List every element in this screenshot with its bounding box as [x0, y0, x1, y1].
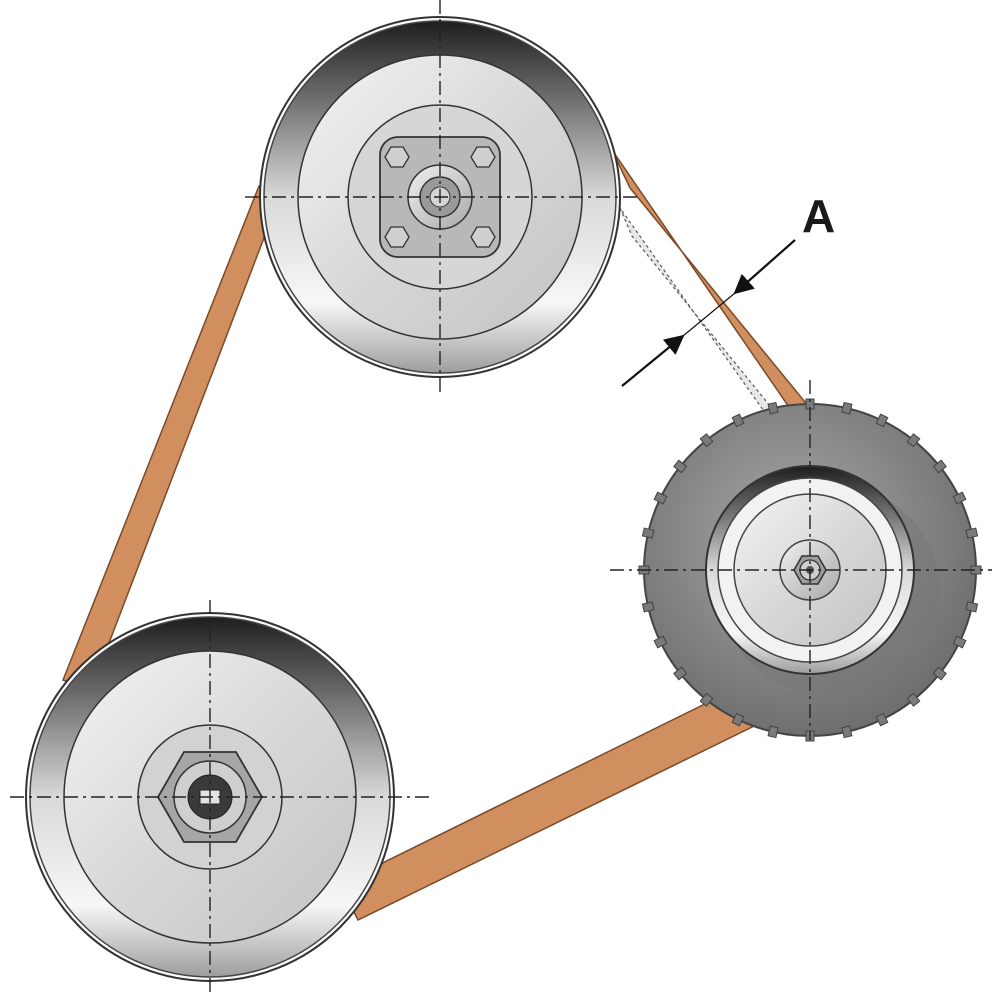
tensioner-tooth: [932, 459, 947, 474]
dimension-arrow-lower: [621, 334, 685, 387]
tensioner-tooth: [731, 712, 745, 727]
tensioner-tooth: [952, 635, 967, 649]
tensioner-tooth: [952, 491, 967, 505]
tensioner-tooth: [641, 527, 655, 539]
tensioner-tooth: [699, 692, 714, 707]
tensioner-tooth: [906, 433, 921, 448]
tensioner-tooth: [841, 725, 853, 739]
callout-label: A: [802, 190, 835, 242]
tensioner-tooth: [875, 712, 889, 727]
tensioner-tooth: [673, 459, 688, 474]
belt-left-run: [62, 184, 281, 691]
tensioner-tooth: [731, 413, 745, 428]
dimension-arrow-upper: [733, 239, 796, 295]
tensioner-tooth: [965, 601, 979, 613]
tensioner-tooth: [932, 666, 947, 681]
tensioner-teeth: [638, 398, 982, 742]
flange-bolt-icon: [384, 146, 410, 168]
tensioner-tooth: [875, 413, 889, 428]
flange-bolt-icon: [384, 226, 410, 248]
deflection-callout: A: [621, 190, 835, 387]
centerlines: [10, 0, 992, 992]
tensioner-tooth: [673, 666, 688, 681]
tensioner-tooth: [767, 725, 779, 739]
tensioner-tooth: [841, 401, 853, 415]
flange-bolt-icon: [470, 226, 496, 248]
tensioner-tooth: [767, 401, 779, 415]
tensioner-tooth: [641, 601, 655, 613]
tensioner-tooth: [653, 491, 668, 505]
tensioner-tooth: [653, 635, 668, 649]
tensioner-tooth: [906, 692, 921, 707]
tensioner-tooth: [699, 433, 714, 448]
flange-bolt-icon: [470, 146, 496, 168]
tensioner-tooth: [965, 527, 979, 539]
